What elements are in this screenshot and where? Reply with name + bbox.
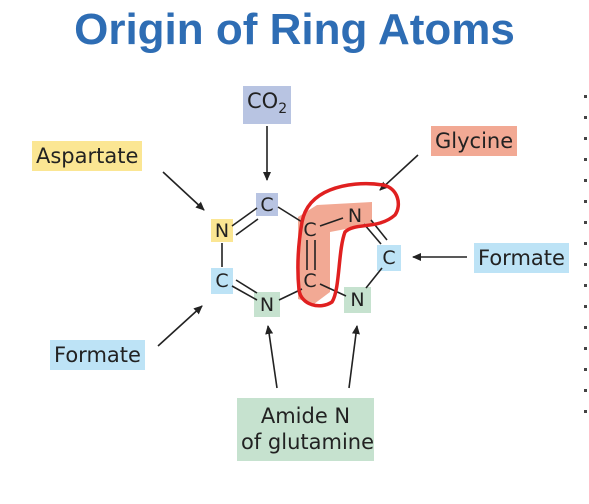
co2-label-base: CO (247, 89, 279, 113)
atom-box-c2 (211, 268, 233, 294)
arrow-formate-left (157, 305, 203, 347)
atom-n9: N (350, 289, 365, 311)
red-annotation-loop (296, 181, 400, 308)
atom-n1: N (214, 220, 230, 242)
arrow-amide-n3 (265, 325, 278, 389)
co2-label: CO2 (243, 86, 292, 125)
amide-n-label: Amide N of glutamine (237, 398, 374, 461)
atom-box-n9 (344, 287, 371, 313)
atom-box-c8 (377, 245, 401, 271)
formate-left-label: Formate (50, 340, 145, 370)
page-title: Origin of Ring Atoms (74, 5, 515, 54)
co2-label-subscript: 2 (278, 101, 288, 118)
atom-n3: N (259, 294, 275, 316)
ring-bonds (221, 206, 388, 301)
atom-c2: C (215, 270, 229, 292)
arrow-aspartate (162, 171, 205, 211)
glycine-label: Glycine (431, 126, 518, 156)
amide-n-label-line1: Amide N (260, 404, 351, 428)
atom-n7: N (347, 205, 363, 227)
atom-c4: C (303, 270, 317, 292)
atom-c5: C (303, 219, 317, 241)
amide-n-label-line2: of glutamine (241, 430, 375, 454)
arrow-amide-n9 (348, 325, 360, 389)
atom-box-c6 (256, 193, 278, 216)
aspartate-label: Aspartate (32, 141, 143, 171)
cropped-text-edge (583, 95, 589, 440)
formate-right-label: Formate (474, 243, 569, 273)
atom-c8: C (382, 247, 396, 269)
atom-box-n1 (211, 219, 233, 242)
atom-box-n3 (254, 292, 280, 317)
atom-c6: C (260, 194, 274, 216)
